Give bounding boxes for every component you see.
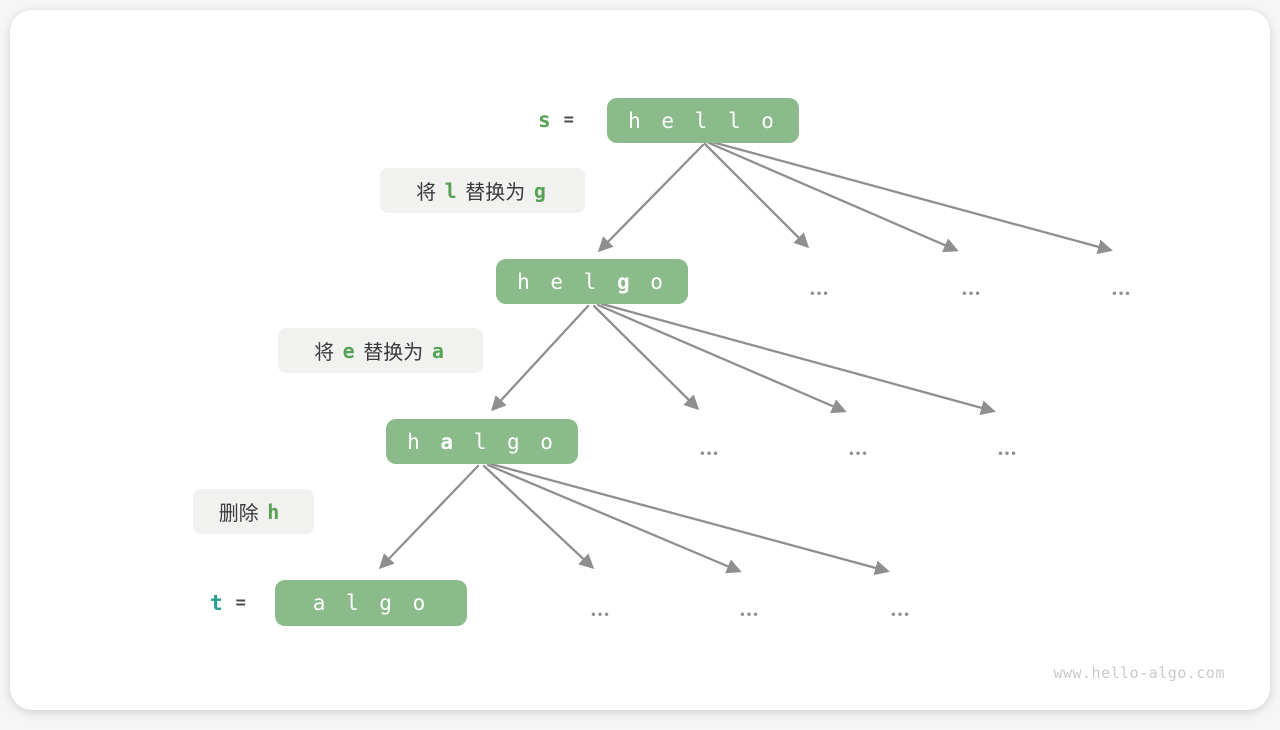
operation-label-replace-e-a: 将 e 替换为 a [278, 328, 483, 373]
ellipsis-row2-3: ••• [998, 445, 1018, 461]
node-helgo-post: o [633, 269, 667, 294]
source-var-label: s = [538, 98, 574, 142]
target-var-name: t [210, 591, 223, 615]
op1-text2: 替换为 [459, 182, 531, 204]
op1-char-to: g [533, 178, 546, 203]
ellipsis-row3-2: ••• [740, 606, 760, 622]
ellipsis-row3-1: ••• [591, 606, 611, 622]
node-helgo-text: h e l [517, 269, 617, 294]
op1-text: 将 [416, 182, 442, 204]
node-algo-text: a l g o [312, 591, 430, 615]
watermark-url: www.hello-algo.com [1053, 664, 1225, 682]
op2-text: 将 [314, 342, 340, 364]
op1-char-from: l [444, 178, 457, 203]
operation-label-replace-l-g: 将 l 替换为 g [380, 168, 585, 213]
diagram-card: s = h e l l o 将 l 替换为 g h e l g o 将 e 替换… [10, 10, 1270, 710]
ellipsis-row3-3: ••• [891, 606, 911, 622]
node-helgo: h e l g o [496, 259, 688, 304]
node-helgo-bold: g [616, 269, 634, 294]
target-var-label: t = [210, 580, 246, 626]
source-var-name: s [538, 108, 551, 132]
node-halgo-post: l g o [457, 429, 557, 454]
node-halgo: h a l g o [386, 419, 578, 464]
operation-label-delete-h: 删除 h [193, 489, 314, 534]
ellipsis-row2-1: ••• [700, 445, 720, 461]
target-equals-sign: = [235, 593, 246, 613]
source-equals-sign: = [563, 110, 574, 130]
ellipsis-row1-1: ••• [810, 285, 830, 301]
node-hello-text: h e l l o [628, 108, 778, 133]
op2-char-to: a [431, 338, 444, 363]
op3-text: 删除 [218, 503, 265, 525]
ellipsis-row1-3: ••• [1112, 285, 1132, 301]
ellipsis-row2-2: ••• [849, 445, 869, 461]
node-algo: a l g o [275, 580, 467, 626]
edit-distance-diagram: s = h e l l o 将 l 替换为 g h e l g o 将 e 替换… [10, 10, 1270, 710]
op3-char: h [267, 499, 280, 524]
op2-text2: 替换为 [357, 342, 429, 364]
op2-char-from: e [342, 338, 355, 363]
ellipsis-row1-2: ••• [962, 285, 982, 301]
node-halgo-bold: a [440, 429, 458, 454]
decision-tree-arrows [378, 140, 1113, 576]
node-halgo-text: h [407, 429, 441, 454]
node-hello: h e l l o [607, 98, 799, 143]
